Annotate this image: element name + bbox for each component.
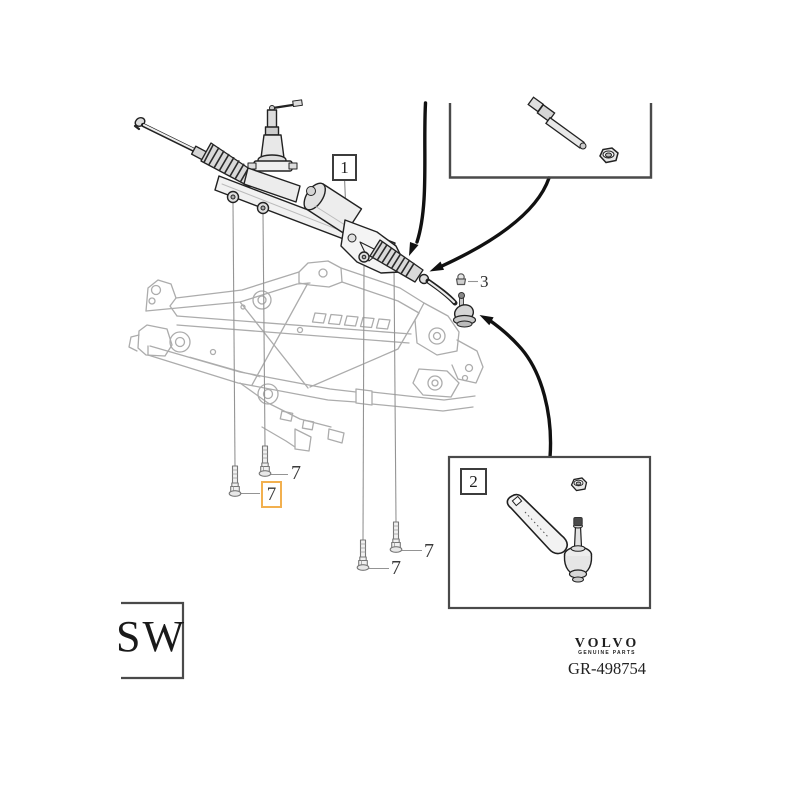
callout-3-lock-nut[interactable]: 3 [480,272,489,291]
steering-rack-drawing [133,99,477,328]
volvo-tagline: GENUINE PARTS [578,650,636,656]
subframe-bolt-b [258,445,272,477]
volvo-logo: VOLVO [574,636,640,651]
leader-line-bolt-c [362,265,365,541]
leader-line-bolt-b [262,212,266,447]
subframe-bolt-c [356,539,370,571]
callout-1-steering-gear[interactable]: 1 [332,154,357,181]
callout-arrows [409,101,553,460]
right-tie-rod-end [418,273,477,328]
tie-rod-end-drawing [506,477,593,583]
drawing-number: GR-498754 [568,659,646,678]
arrow-from-top [415,101,428,244]
inner-tie-rod-drawing [527,96,619,164]
subframe-drawing [128,260,484,452]
leader-lines [232,177,478,570]
inset-box-inner-tie-rod [448,96,653,179]
subframe-bolt-d [389,521,403,553]
input-shaft-column [247,99,303,172]
callout-2-tie-rod-end[interactable]: 2 [460,468,487,495]
callout-7-bolt-d[interactable]: 7 [424,540,434,562]
arrow-inset2-to-tie-rod-end [486,317,553,460]
watermark-box [121,601,185,680]
leader-line-bolt-d [393,265,397,523]
callout-7-bolt-b[interactable]: 7 [291,462,301,484]
callout-7-highlighted[interactable]: 7 [261,481,282,508]
watermark-text: SW [116,612,186,661]
left-boot [200,142,258,188]
lock-nut-item3 [455,273,467,286]
arrow-inset1-to-inner-tie-rod [440,176,551,268]
subframe-bolt-a [228,465,242,497]
right-boot [369,239,424,283]
callout-7-bolt-c[interactable]: 7 [391,557,401,579]
leader-line-bolt-a [232,202,236,467]
